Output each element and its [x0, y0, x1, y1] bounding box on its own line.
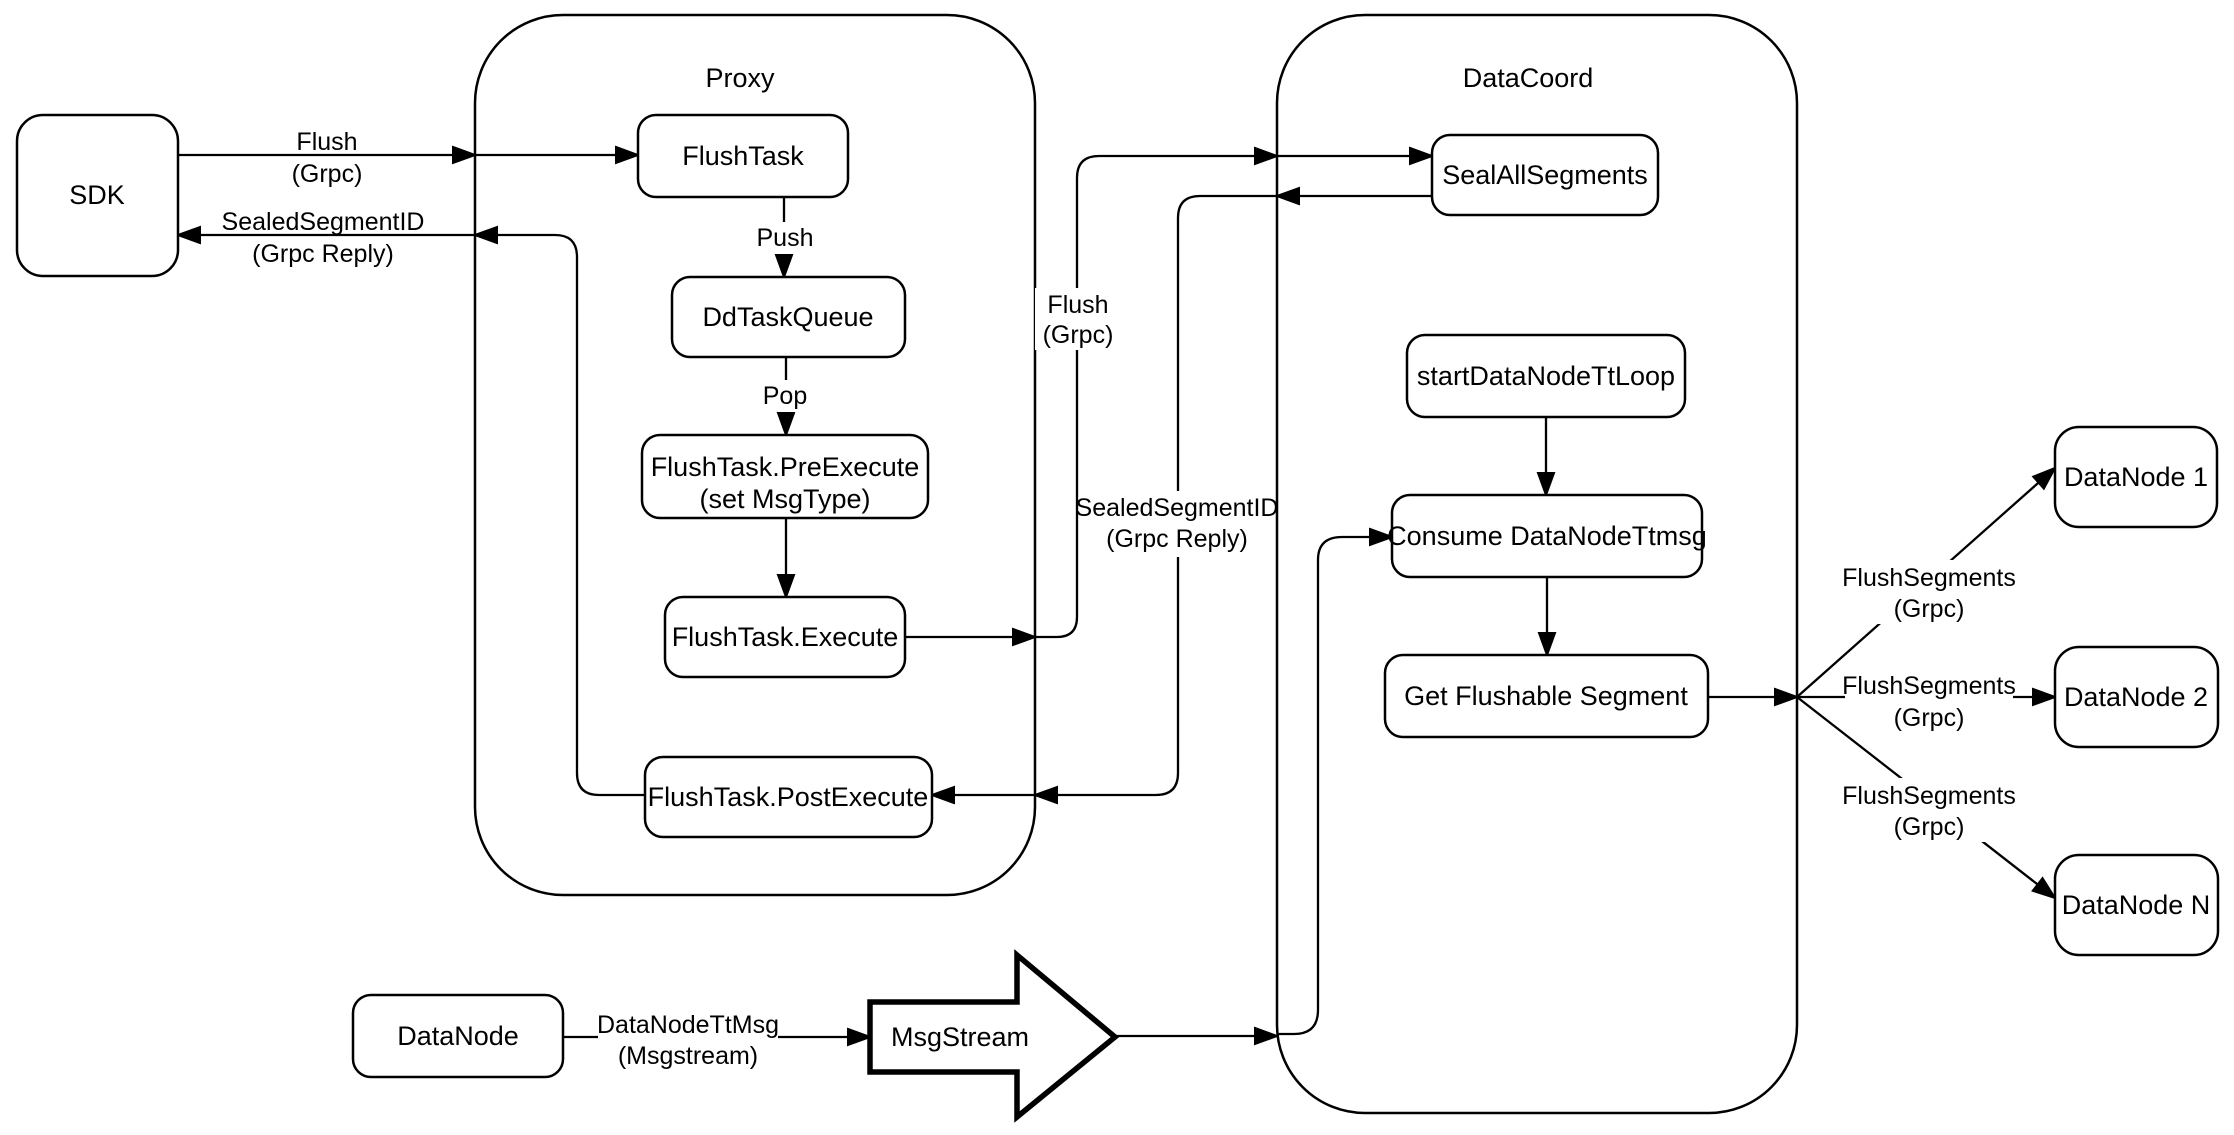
- edge-postexecute-to-proxy-edge: [475, 235, 645, 797]
- node-ddtaskqueue: DdTaskQueue: [670, 275, 907, 359]
- startdatanodettloop-label: startDataNodeTtLoop: [1417, 361, 1675, 391]
- label-flush-mid: Flush (Grpc): [1035, 288, 1123, 350]
- consumedatanodettmsg-label: Consume DataNodeTtmsg: [1387, 521, 1707, 551]
- ddtaskqueue-label: DdTaskQueue: [702, 302, 873, 332]
- proxy-container: Proxy: [473, 13, 1037, 897]
- node-postexecute: FlushTask.PostExecute: [643, 755, 934, 839]
- label-flush-sdk-line2: (Grpc): [292, 160, 363, 188]
- sdk-label: SDK: [69, 180, 125, 210]
- proxy-title: Proxy: [705, 63, 775, 93]
- node-preexecute: FlushTask.PreExecute (set MsgType): [640, 433, 930, 520]
- label-flushsegments-3-line1: FlushSegments: [1842, 782, 2016, 810]
- node-flushtask: FlushTask: [636, 113, 850, 199]
- label-datanodettmsg-line1: DataNodeTtMsg: [597, 1011, 779, 1039]
- node-sealallsegments: SealAllSegments: [1430, 133, 1660, 217]
- label-sealedsegmentid-mid-line2: (Grpc Reply): [1106, 525, 1248, 553]
- datacoord-title: DataCoord: [1463, 63, 1594, 93]
- datacoord-container: DataCoord: [1275, 13, 1799, 1115]
- edge-msgstream-to-consume: [1277, 537, 1392, 1036]
- node-sdk: SDK: [15, 113, 180, 278]
- postexecute-label: FlushTask.PostExecute: [648, 782, 929, 812]
- node-execute: FlushTask.Execute: [663, 595, 907, 679]
- label-flushsegments-2-line1: FlushSegments: [1842, 672, 2016, 700]
- label-datanodettmsg: DataNodeTtMsg (Msgstream): [597, 1010, 779, 1070]
- node-startdatanodettloop: startDataNodeTtLoop: [1405, 333, 1687, 419]
- label-flush-sdk-line1: Flush: [296, 128, 357, 156]
- label-datanodettmsg-line2: (Msgstream): [618, 1042, 758, 1070]
- node-getflushablesegment: Get Flushable Segment: [1383, 653, 1710, 739]
- label-flushsegments-1-line2: (Grpc): [1894, 595, 1965, 623]
- datanode1-label: DataNode 1: [2064, 462, 2208, 492]
- execute-label: FlushTask.Execute: [672, 622, 899, 652]
- label-flush-sdk: Flush (Grpc): [292, 128, 363, 188]
- label-flushsegments-3-line2: (Grpc): [1894, 813, 1965, 841]
- node-consumedatanodettmsg: Consume DataNodeTtmsg: [1387, 493, 1707, 579]
- node-datanode: DataNode: [351, 993, 565, 1079]
- label-flush-mid-line1: Flush: [1047, 291, 1108, 319]
- node-datanode1: DataNode 1: [2053, 425, 2219, 529]
- node-datanode2: DataNode 2: [2053, 645, 2220, 749]
- label-push-text: Push: [757, 224, 814, 252]
- preexecute-label-line2: (set MsgType): [699, 484, 870, 514]
- flushtask-label: FlushTask: [682, 141, 804, 171]
- label-flushsegments-3: FlushSegments (Grpc): [1842, 778, 2016, 842]
- datanoden-label: DataNode N: [2062, 890, 2211, 920]
- label-push: Push: [747, 222, 823, 254]
- label-sealedsegmentid-sdk-line1: SealedSegmentID: [222, 208, 425, 236]
- edge-flush-to-datacoord-edge: [1035, 156, 1277, 639]
- label-sealedsegmentid-sdk-line2: (Grpc Reply): [252, 240, 394, 268]
- label-flushsegments-1-line1: FlushSegments: [1842, 564, 2016, 592]
- node-msgstream: MsgStream: [867, 949, 1120, 1123]
- label-flushsegments-2: FlushSegments (Grpc): [1842, 670, 2016, 732]
- label-flushsegments-2-line2: (Grpc): [1894, 704, 1965, 732]
- sealallsegments-label: SealAllSegments: [1442, 160, 1648, 190]
- node-datanoden: DataNode N: [2053, 853, 2220, 957]
- label-sealedsegmentid-mid: SealedSegmentID (Grpc Reply): [1076, 491, 1279, 557]
- label-pop-text: Pop: [763, 382, 807, 410]
- label-pop: Pop: [750, 380, 820, 412]
- label-flushsegments-1: FlushSegments (Grpc): [1842, 560, 2016, 624]
- preexecute-label-line1: FlushTask.PreExecute: [651, 452, 920, 482]
- label-sealedsegmentid-sdk: SealedSegmentID (Grpc Reply): [222, 208, 425, 268]
- msgstream-label: MsgStream: [891, 1022, 1029, 1052]
- datanode2-label: DataNode 2: [2064, 682, 2208, 712]
- label-sealedsegmentid-mid-line1: SealedSegmentID: [1076, 494, 1279, 522]
- datanode-label: DataNode: [397, 1021, 519, 1051]
- label-flush-mid-line2: (Grpc): [1043, 321, 1114, 349]
- getflushablesegment-label: Get Flushable Segment: [1404, 681, 1688, 711]
